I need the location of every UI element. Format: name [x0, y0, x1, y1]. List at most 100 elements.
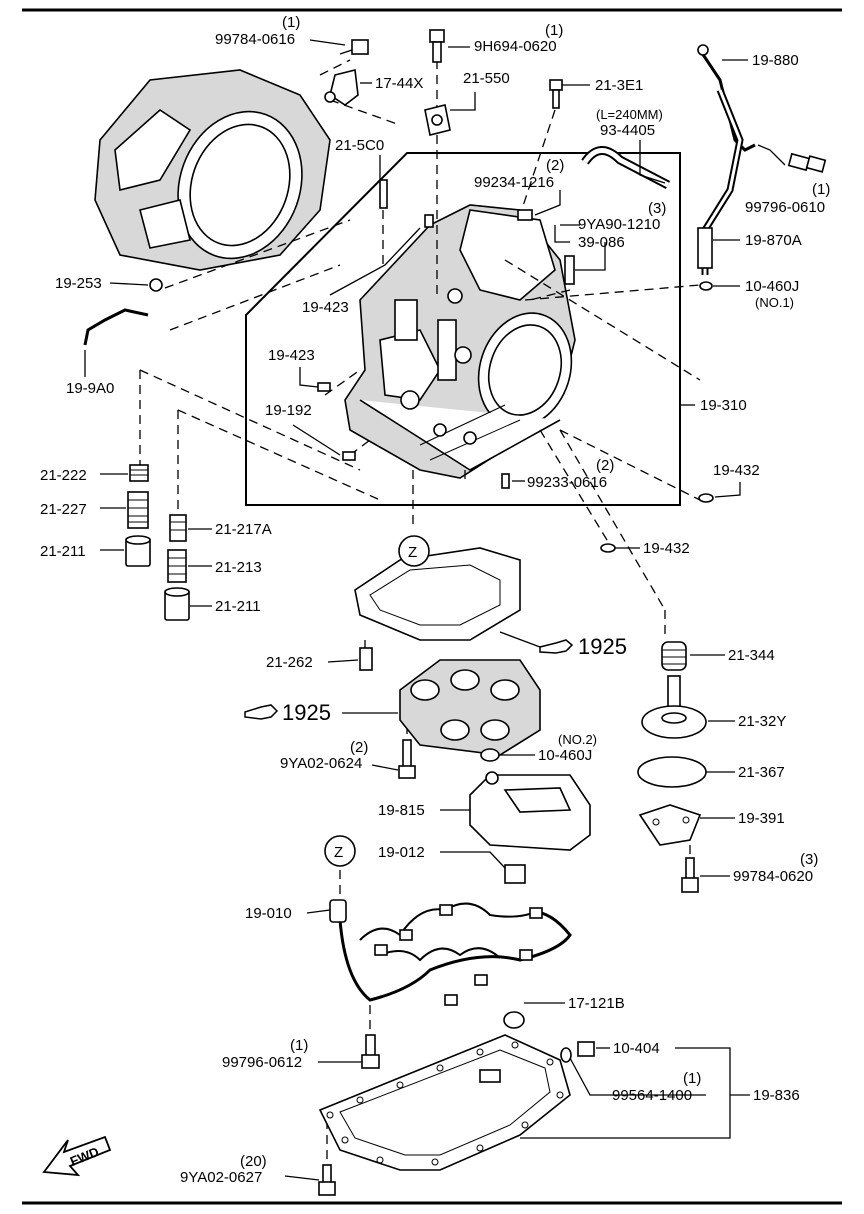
guide-line	[164, 219, 351, 289]
label-21-32Y: 21-32Y	[738, 713, 786, 730]
label-19-010: 19-010	[245, 905, 292, 922]
label-10-460J-a-no: (NO.1)	[755, 295, 794, 310]
bolt-21-3E1	[549, 79, 563, 109]
label-10-460J-a: 10-460J	[745, 278, 799, 295]
plug-19-423-a	[424, 214, 434, 228]
label-21-213: 21-213	[215, 559, 262, 576]
z-marker-text-2: Z	[334, 844, 343, 861]
piston-21-211-a	[125, 535, 151, 567]
label-21-344: 21-344	[728, 647, 775, 664]
label-10-404: 10-404	[613, 1040, 660, 1057]
bolt-99796-0612	[361, 1034, 380, 1069]
pipe-19-9A0	[83, 308, 149, 346]
guide-line	[139, 369, 361, 471]
label-99234-1216: 99234-1216	[474, 174, 554, 191]
label-99233-0616-qty: (2)	[596, 457, 614, 474]
seal-21-367	[637, 756, 707, 788]
sensor-17-44X	[324, 69, 359, 106]
sensor-19-012	[504, 864, 526, 884]
label-99564-1400: 99564-1400	[612, 1087, 692, 1104]
label-19-9A0: 19-9A0	[66, 380, 114, 397]
z-circle-marker	[398, 535, 430, 567]
solenoid-21-550	[424, 104, 451, 136]
converter-housing	[94, 69, 331, 271]
label-9YA02-0627-qty: (20)	[240, 1153, 267, 1170]
plug-19-253	[149, 278, 163, 292]
label-99564-1400-qty: (1)	[683, 1070, 701, 1087]
label-99234-1216-qty: (2)	[546, 157, 564, 174]
label-19-836: 19-836	[753, 1087, 800, 1104]
cover-19-391	[638, 804, 702, 846]
spring-21-213	[167, 549, 187, 583]
label-9YA90-1210-qty: (3)	[648, 200, 666, 217]
label-39-086: 39-086	[578, 234, 625, 251]
bolt-9H694-0620	[429, 29, 445, 63]
control-valve-body	[399, 659, 541, 756]
guide-line	[529, 289, 571, 301]
guide-line	[329, 99, 401, 126]
oring-19-432-a	[698, 493, 714, 503]
guide-line	[169, 264, 341, 331]
guide-line	[539, 429, 611, 546]
piston-21-211-b	[164, 587, 190, 621]
label-99784-0620-qty: (3)	[800, 851, 818, 868]
fwd-arrow-icon	[42, 1135, 112, 1177]
wiring-harness-19-010	[329, 899, 572, 1006]
label-21-211-a: 21-211	[40, 543, 86, 560]
label-l240mm: (L=240MM)	[596, 107, 663, 122]
label-19-310: 19-310	[700, 397, 747, 414]
grommet-17-121B	[503, 1011, 525, 1029]
drain-plug-10-404	[577, 1041, 595, 1057]
guide-line	[519, 109, 556, 216]
label-21-550: 21-550	[463, 70, 510, 87]
oil-strainer-19-815	[469, 771, 591, 851]
oil-pan-19-836	[318, 1034, 571, 1171]
bolt-9YA02-0627	[318, 1164, 336, 1196]
bolt-9YA02-0624	[398, 739, 416, 779]
label-21-5C0: 21-5C0	[335, 137, 384, 154]
label-21-211-b: 21-211	[215, 598, 261, 615]
label-93-4405: 93-4405	[600, 122, 655, 139]
label-19-423-b: 19-423	[268, 347, 315, 364]
fwd-label: FWD	[68, 1144, 101, 1169]
label-9YA90-1210: 9YA90-1210	[578, 216, 660, 233]
spring-21-217A	[169, 514, 187, 542]
label-19-391: 19-391	[738, 810, 785, 827]
guide-line	[559, 429, 701, 501]
label-19-870A: 19-870A	[745, 232, 802, 249]
label-10-460J-b-no: (NO.2)	[558, 732, 597, 747]
label-19-423-a: 19-423	[302, 299, 349, 316]
transmission-case	[344, 204, 576, 479]
gasket-99564-1400	[560, 1047, 572, 1063]
bolt-21-262	[359, 647, 373, 671]
label-9YA02-0624-qty: (2)	[350, 739, 368, 756]
label-19-012: 19-012	[378, 844, 425, 861]
leader-lines	[84, 39, 786, 1181]
label-19-432-b: 19-432	[643, 540, 690, 557]
separator-plate	[354, 547, 521, 641]
label-99784-0616-qty: (1)	[282, 14, 300, 31]
z-marker-text-1: Z	[408, 544, 417, 561]
label-21-367: 21-367	[738, 764, 785, 781]
tube-19-870A	[697, 88, 744, 275]
label-9YA02-0627: 9YA02-0627	[180, 1169, 262, 1186]
bolt-99784-0616	[339, 39, 369, 55]
label-21-222: 21-222	[40, 467, 87, 484]
label-9H694-0620-qty: (1)	[545, 22, 563, 39]
hand-pointer-icon	[244, 704, 279, 720]
part-99234-1216	[517, 209, 533, 221]
part-99233-0616	[501, 473, 510, 489]
label-17-121B: 17-121B	[568, 995, 625, 1012]
label-21-227: 21-227	[40, 501, 87, 518]
stud-21-5C0	[379, 179, 388, 209]
plug-19-423-b	[317, 382, 331, 392]
guide-line	[177, 409, 381, 501]
piston-21-32Y	[641, 675, 707, 739]
label-19-253: 19-253	[55, 275, 102, 292]
guide-line	[559, 429, 666, 611]
spring-21-344	[661, 641, 687, 671]
label-9YA02-0624: 9YA02-0624	[280, 755, 362, 772]
bolt-99784-0620	[681, 857, 699, 893]
dipstick-19-880	[697, 44, 756, 152]
